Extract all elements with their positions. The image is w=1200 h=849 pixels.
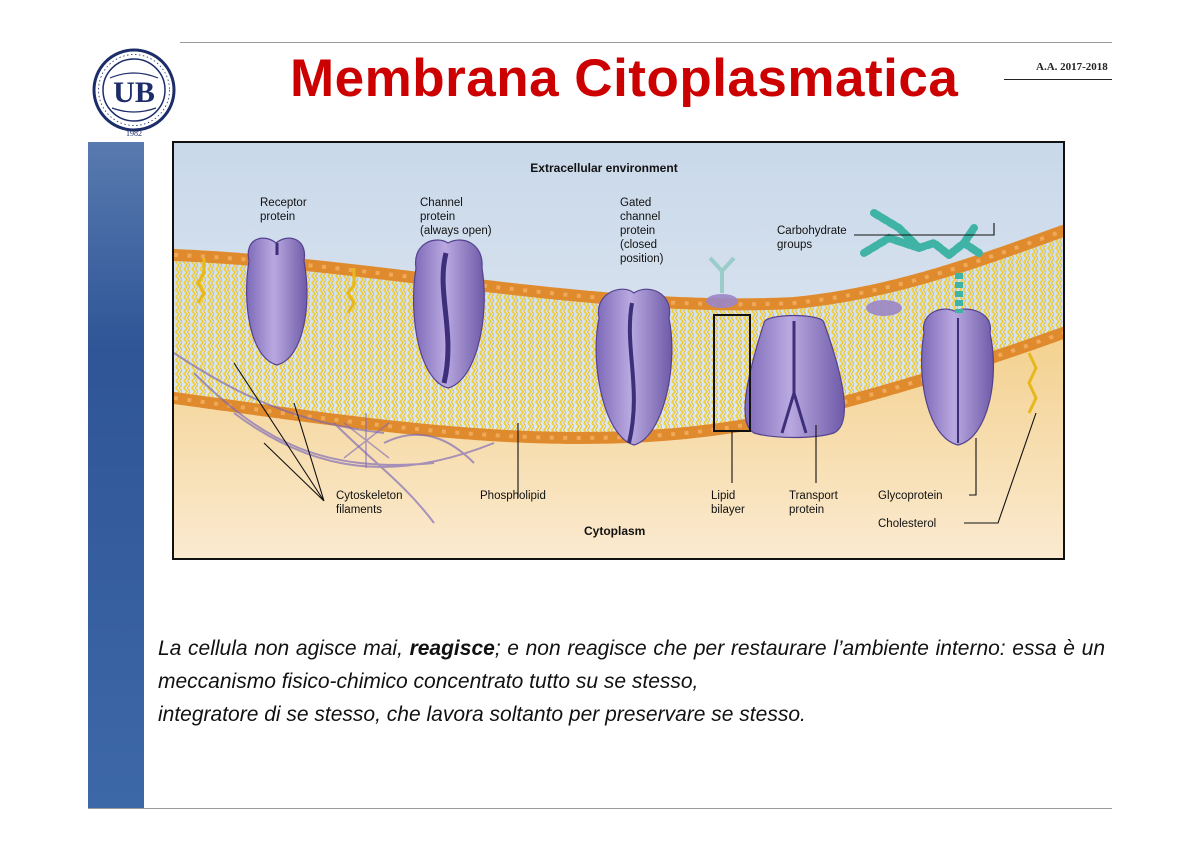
gated-channel-label-1: Gated (620, 197, 651, 209)
channel-protein-label-1: Channel (420, 197, 463, 209)
quote-paragraph: La cellula non agisce mai, reagisce; e n… (158, 632, 1105, 731)
cytoskeleton-mesh (174, 352, 495, 524)
quote-part-1: La cellula non agisce mai, (158, 637, 410, 660)
cholesterol-molecules (196, 258, 356, 314)
channel-protein-label-3: (always open) (420, 225, 492, 237)
cytoskeleton-label-2: filaments (336, 504, 382, 516)
quote-part-3: integratore di se stesso, che lavora sol… (158, 703, 806, 726)
lipid-bilayer-label-2: bilayer (711, 504, 745, 516)
slide-side-bar (88, 42, 144, 808)
cholesterol-label: Cholesterol (878, 518, 936, 530)
university-logo: UB 1982 (88, 42, 180, 142)
transport-protein-label-2: protein (789, 504, 824, 516)
quote-emphasis: reagisce (409, 637, 495, 660)
academic-year-rule (1004, 79, 1112, 80)
lipid-bilayer-label-1: Lipid (711, 490, 735, 502)
slide-title: Membrana Citoplasmatica (290, 49, 959, 108)
extracellular-label: Extracellular environment (530, 161, 677, 175)
carbohydrate-label-1: Carbohydrate (777, 225, 847, 237)
gated-channel-label-4: (closed (620, 239, 657, 251)
receptor-protein (246, 237, 308, 366)
cytoplasm-label: Cytoplasm (584, 524, 645, 538)
receptor-protein-label-2: protein (260, 211, 295, 223)
glycoprotein-label: Glycoprotein (878, 490, 943, 502)
transport-protein-label-1: Transport (789, 490, 839, 502)
slide-top-rule (88, 42, 1112, 43)
phospholipid-label: Phospholipid (480, 490, 546, 502)
receptor-protein-label-1: Receptor (260, 197, 307, 209)
slide-bottom-rule (88, 808, 1112, 809)
channel-protein-label-2: protein (420, 211, 455, 223)
leader-lines (233, 223, 1037, 524)
gated-channel-label-2: channel (620, 211, 660, 223)
channel-protein (413, 239, 485, 389)
membrane-diagram: Extracellular environment Receptor prote… (172, 141, 1065, 560)
cytoskeleton-label-1: Cytoskeleton (336, 490, 402, 502)
quote-part-2: ; e non reagisce che per restaurare l’am… (158, 637, 1106, 693)
logo-initials: UB (113, 76, 155, 109)
carbohydrate-label-2: groups (777, 239, 812, 251)
gated-channel-label-3: protein (620, 225, 655, 237)
gated-channel-label-5: position) (620, 253, 664, 265)
logo-year: 1982 (126, 129, 142, 138)
academic-year: A.A. 2017-2018 (1036, 61, 1108, 73)
membrane-illustration: Extracellular environment Receptor prote… (174, 143, 1063, 558)
